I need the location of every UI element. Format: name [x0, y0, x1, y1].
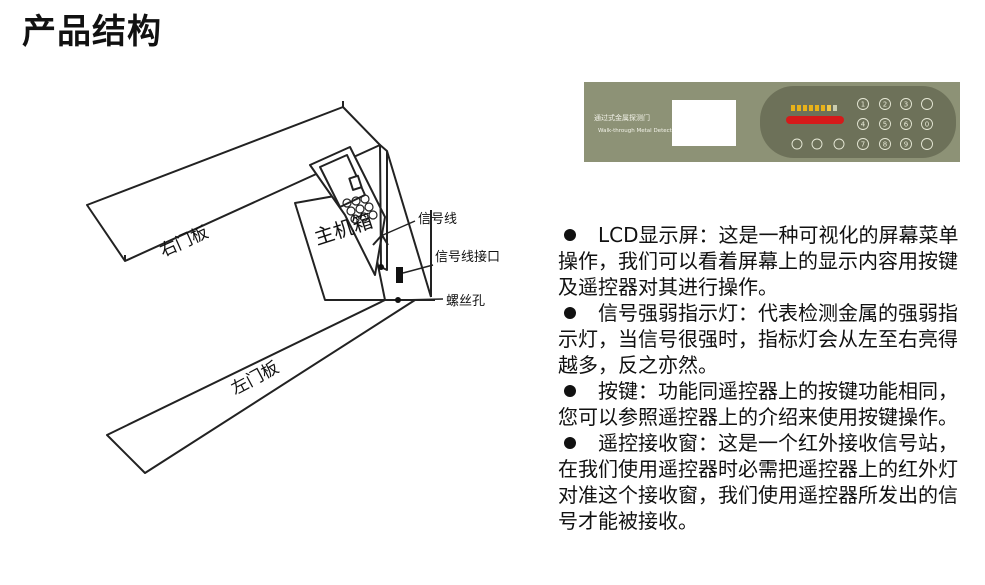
- feature-item-keys: 按键：功能同遥控器上的按键功能相同，您可以参照遥控器上的介绍来使用按键操作。: [558, 379, 958, 429]
- svg-text:4: 4: [861, 121, 866, 129]
- bullet-icon: [564, 307, 576, 319]
- key-7: [857, 138, 869, 150]
- key-menu: [921, 138, 933, 150]
- key-5: [879, 118, 891, 130]
- svg-text:3: 3: [904, 101, 908, 109]
- key-4: [857, 118, 869, 130]
- product-structure-diagram: 右门板 左门板 主机箱 信号线 信号线接口 螺丝孔: [86, 101, 500, 474]
- svg-text:8: 8: [883, 141, 887, 149]
- key-0: [921, 118, 933, 130]
- key-8: [879, 138, 891, 150]
- key-power: [921, 98, 933, 110]
- signal-line-label: 信号线: [418, 212, 457, 227]
- svg-text:5: 5: [883, 121, 887, 129]
- control-panel-image: 通过式金属探测门 Walk-through Metal Detector 1 2…: [584, 82, 960, 162]
- svg-text:9: 9: [904, 141, 908, 149]
- right-door-label: 右门板: [157, 223, 212, 262]
- svg-text:1: 1: [861, 101, 865, 109]
- bullet-icon: [564, 229, 576, 241]
- feature-item-remote-receiver: 遥控接收窗：这是一个红外接收信号站，在我们使用遥控器时必需把遥控器上的红外灯对准…: [558, 431, 958, 533]
- panel-name-en: Walk-through Metal Detector: [598, 128, 678, 134]
- feature-item-signal-indicator: 信号强弱指示灯：代表检测金属的强弱指示灯，当信号很强时，指标灯会从左至右亮得越多…: [558, 301, 958, 377]
- screw-hole-marker: [378, 264, 384, 270]
- svg-text:2: 2: [883, 101, 887, 109]
- feature-list: LCD显示屏：这是一种可视化的屏幕菜单操作，我们可以看着屏幕上的显示内容用按键及…: [558, 222, 974, 534]
- screw-hole-label: 螺丝孔: [446, 294, 485, 309]
- key-9: [900, 138, 912, 150]
- signal-line: [372, 234, 389, 246]
- bullet-icon: [564, 437, 576, 449]
- keypad-dots: [342, 194, 378, 224]
- signal-indicator-bar: [786, 116, 844, 124]
- feature-item-lcd: LCD显示屏：这是一种可视化的屏幕菜单操作，我们可以看着屏幕上的显示内容用按键及…: [558, 223, 959, 299]
- page-title: 产品结构: [22, 12, 162, 52]
- panel-name-cn: 通过式金属探测门: [594, 113, 650, 122]
- signal-strength-leds: [791, 105, 837, 111]
- lcd-display: [672, 100, 736, 146]
- key-2: [879, 98, 891, 110]
- signal-port-label: 信号线接口: [435, 249, 500, 265]
- key-1: [857, 98, 869, 110]
- key-6: [900, 118, 912, 130]
- signal-port: [396, 267, 403, 283]
- svg-text:0: 0: [925, 121, 929, 129]
- svg-text:6: 6: [904, 121, 909, 129]
- key-3: [900, 98, 912, 110]
- svg-text:7: 7: [861, 141, 865, 149]
- bullet-icon: [564, 385, 576, 397]
